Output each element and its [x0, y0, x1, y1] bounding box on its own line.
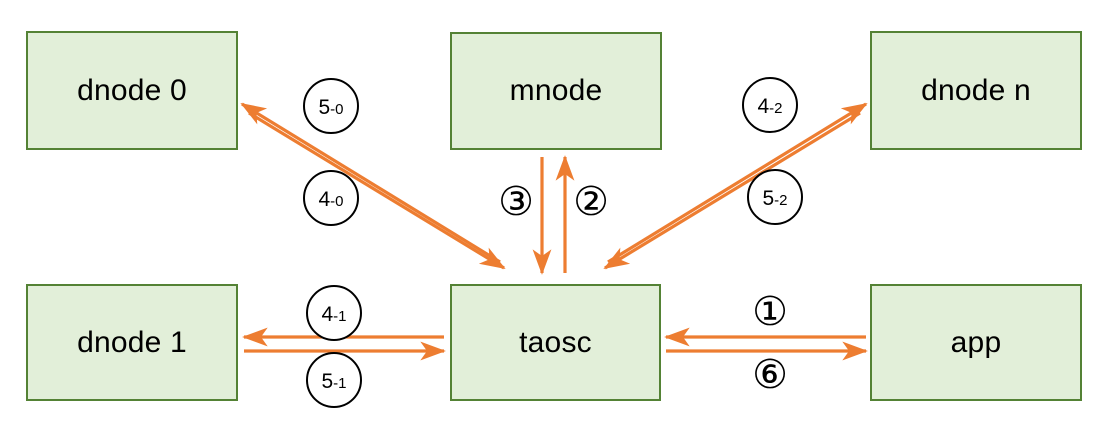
node-app[interactable]: app: [870, 284, 1082, 401]
node-label: dnode 1: [77, 325, 187, 359]
edge-label-major: 4: [757, 95, 770, 118]
edge-label-major: 4: [318, 188, 331, 211]
arrow-taosc-to-dnoden: [607, 102, 868, 264]
edge-label-4-0: 4-0: [303, 170, 359, 226]
edge-label-1: ①: [752, 289, 788, 335]
node-label: app: [950, 325, 1002, 359]
arrow-dnoden-to-taosc: [603, 111, 861, 270]
edge-label-6: ⑥: [752, 352, 788, 398]
node-label: mnode: [509, 74, 603, 107]
edge-label-4-2: 4-2: [742, 77, 798, 133]
arrow-dnode0-to-taosc: [248, 111, 506, 270]
node-dnode1[interactable]: dnode 1: [26, 284, 238, 401]
edge-label-minor: -2: [774, 192, 788, 209]
arrow-taosc-to-dnode0: [240, 102, 501, 264]
node-label: dnode n: [921, 73, 1031, 107]
node-taosc[interactable]: taosc: [450, 284, 661, 401]
node-dnode0[interactable]: dnode 0: [26, 31, 238, 150]
edge-label-major: 5: [321, 370, 334, 393]
edge-label-5-2: 5-2: [747, 169, 803, 225]
edge-label-5-0: 5-0: [303, 78, 359, 134]
edge-label-minor: -0: [330, 101, 344, 118]
edge-label-minor: -1: [333, 308, 347, 325]
edge-label-minor: -0: [330, 193, 344, 210]
edge-label-2: ②: [573, 179, 609, 225]
edge-label-3: ③: [498, 179, 534, 225]
edge-label-minor: -1: [333, 375, 347, 392]
node-dnoden[interactable]: dnode n: [870, 31, 1082, 150]
node-label: taosc: [519, 325, 592, 359]
edge-label-5-1: 5-1: [306, 352, 362, 408]
edge-label-major: 4: [321, 303, 334, 326]
edge-label-4-1: 4-1: [306, 285, 362, 341]
edge-label-minor: -2: [769, 100, 783, 117]
node-mnode[interactable]: mnode: [450, 32, 662, 150]
edge-label-major: 5: [762, 187, 775, 210]
edge-label-major: 5: [318, 96, 331, 119]
node-label: dnode 0: [77, 73, 187, 107]
